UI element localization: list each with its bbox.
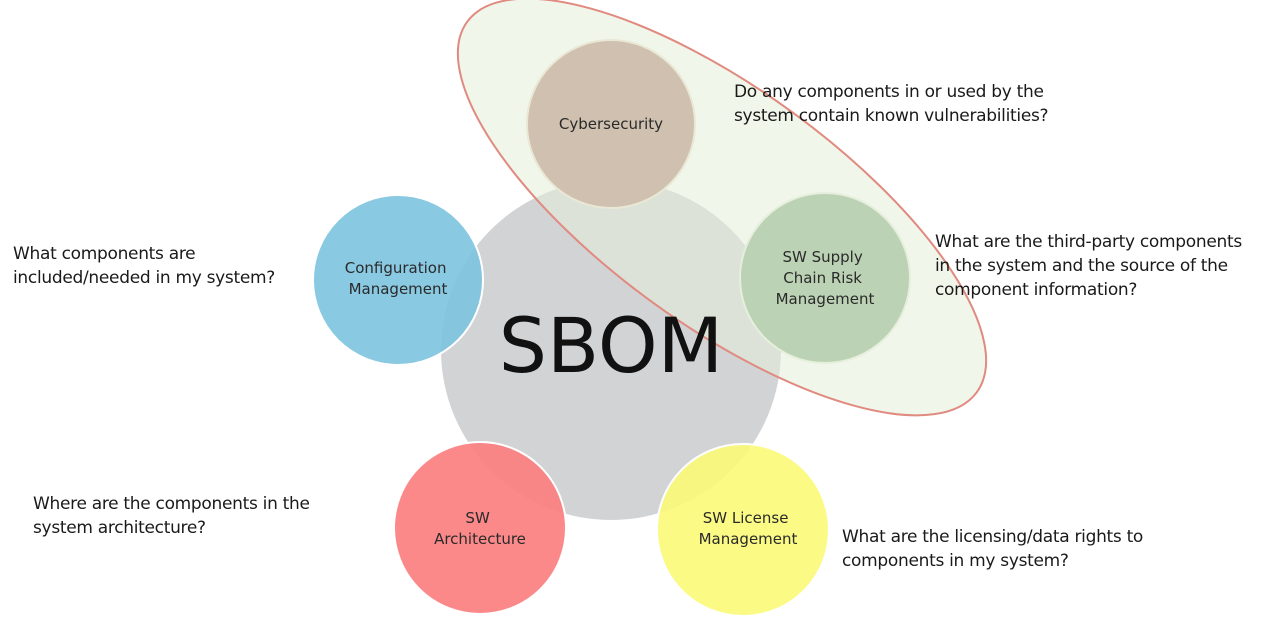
architecture-label: SW Architecture [434,509,526,548]
highlight-ellipse [456,0,988,417]
license-label: SW License Management [699,509,798,548]
configuration-management-circle [312,194,484,366]
supply-chain-label: SW Supply Chain Risk Management [776,248,875,308]
cybersecurity-label: Cybersecurity [559,115,663,133]
configuration-label: Configuration Management [345,259,452,298]
sw-license-management-circle [656,443,830,617]
sbom-title: SBOM [499,301,723,390]
sw-architecture-circle [393,441,567,615]
